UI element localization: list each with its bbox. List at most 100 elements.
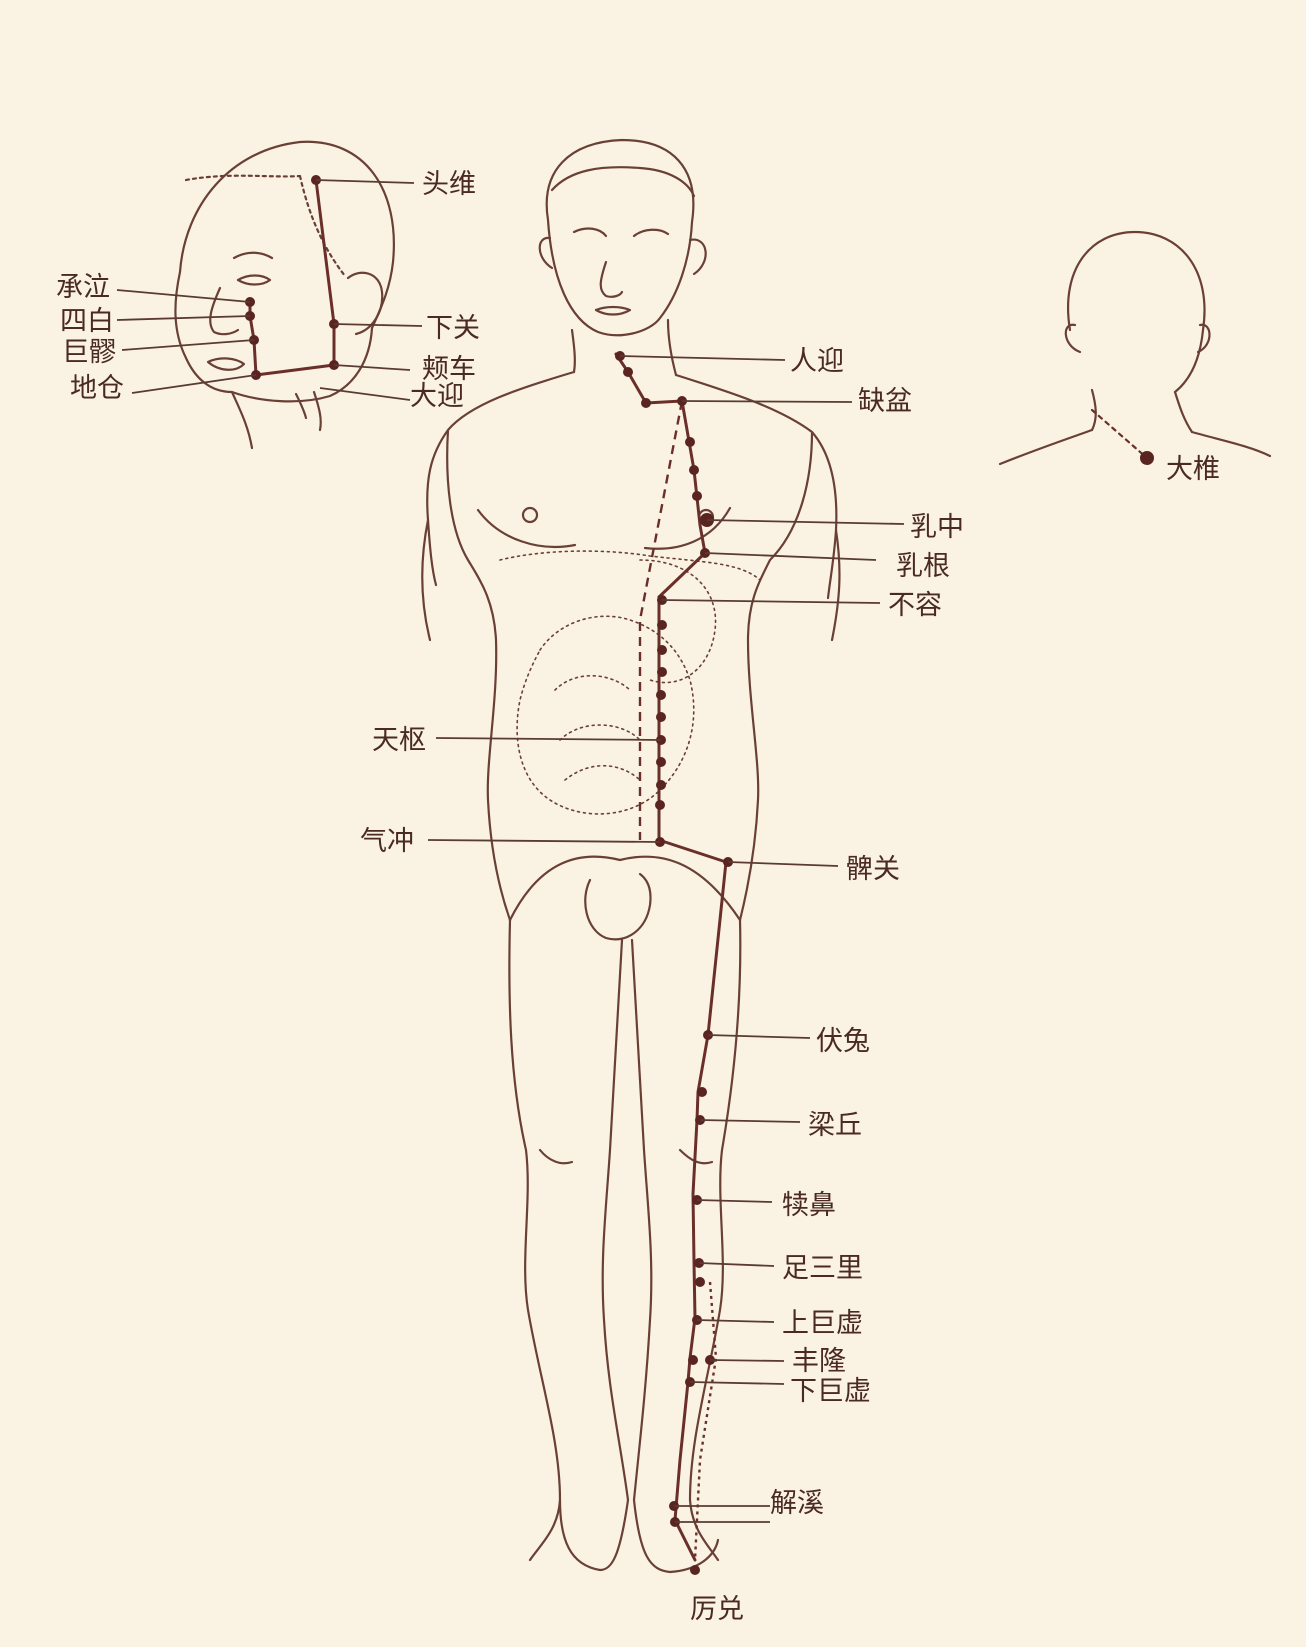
label-jiexi: 解溪 xyxy=(770,1488,824,1519)
point-leg-2 xyxy=(695,1277,705,1287)
point-chest-2 xyxy=(689,465,699,475)
label-liangqiu: 梁丘 xyxy=(808,1110,862,1141)
label-quepen: 缺盆 xyxy=(858,386,912,417)
meridian-lines xyxy=(248,178,728,1562)
main-groin xyxy=(584,872,652,941)
label-tianshu: 天枢 xyxy=(372,725,426,756)
main-feet xyxy=(558,1498,720,1574)
label-daying: 大迎 xyxy=(410,381,464,412)
point-dazhui xyxy=(1140,451,1154,465)
back-head-ears xyxy=(1064,323,1211,354)
point-abd-6 xyxy=(656,757,666,767)
head-inset-back-hair xyxy=(294,392,308,420)
leader-sibai xyxy=(116,315,251,321)
label-lidui: 厉兑 xyxy=(690,1594,744,1625)
label-xiajuxu: 下巨虚 xyxy=(790,1376,871,1407)
left-nipple xyxy=(521,506,539,524)
main-pelvis xyxy=(508,855,742,922)
dashed-lower-leg xyxy=(693,1281,718,1561)
acupoints xyxy=(245,175,1154,1575)
main-chest xyxy=(476,506,732,550)
label-zusanli: 足三里 xyxy=(782,1253,863,1284)
label-jiache: 颊车 xyxy=(422,354,476,385)
label-renying: 人迎 xyxy=(790,346,844,377)
label-dazhui: 大椎 xyxy=(1166,454,1220,485)
head-inset xyxy=(174,140,395,450)
leader-chengqi xyxy=(116,289,251,303)
leader-biguan xyxy=(727,861,839,867)
point-abd-3 xyxy=(657,667,667,677)
point-abd-8 xyxy=(655,800,665,810)
main-knees xyxy=(538,1148,714,1165)
leader-dicang xyxy=(131,374,257,394)
main-legs xyxy=(508,918,742,1562)
back-head-outline xyxy=(1067,230,1206,394)
leader-quepen xyxy=(681,400,853,403)
leader-futu xyxy=(707,1034,811,1039)
label-touwei: 头维 xyxy=(422,169,476,200)
label-dicang: 地仓 xyxy=(70,373,124,404)
main-head xyxy=(545,138,695,337)
label-futu: 伏兔 xyxy=(816,1026,870,1057)
internal-organs xyxy=(499,550,761,815)
point-chest-3 xyxy=(692,491,702,501)
head-inset-hairline xyxy=(184,174,347,278)
head-inset-ear xyxy=(346,271,384,336)
label-biguan: 髀关 xyxy=(846,854,900,885)
label-rugen: 乳根 xyxy=(896,551,950,582)
leader-dubi xyxy=(696,1199,773,1203)
leg-meridian xyxy=(657,838,728,1562)
label-juliao: 巨髎 xyxy=(62,337,116,368)
label-shangjuxu: 上巨虚 xyxy=(782,1308,863,1339)
leader-fenglong xyxy=(709,1359,785,1362)
body-outline xyxy=(421,138,841,1574)
leader-renying xyxy=(619,355,786,361)
back-dazhui-dashed xyxy=(1090,408,1149,460)
back-shoulders xyxy=(998,428,1272,466)
back-view-inset xyxy=(998,230,1272,466)
organ-liver xyxy=(499,550,761,581)
labels: 头维 承泣 四白 巨髎 地仓 下关 颊车 大迎 人迎 缺盆 大椎 乳中 乳根 不… xyxy=(56,169,1220,1625)
leader-juliao xyxy=(121,339,255,351)
head-inset-mouth xyxy=(206,357,246,371)
leader-tianshu xyxy=(435,737,662,741)
head-inset-eye xyxy=(236,274,272,286)
point-abd-4 xyxy=(656,690,666,700)
back-head-neck xyxy=(1090,388,1194,434)
head-inset-nose xyxy=(209,286,240,336)
head-inset-neck xyxy=(230,390,322,450)
label-dubi: 犊鼻 xyxy=(782,1190,836,1221)
head-inset-brow xyxy=(232,251,274,260)
meridian-dashed-lines xyxy=(638,400,718,1561)
point-abd-5 xyxy=(656,712,666,722)
point-neck-2 xyxy=(623,367,633,377)
point-abd-2 xyxy=(657,645,667,655)
leader-xiajuxu xyxy=(689,1381,785,1385)
leader-shangjuxu xyxy=(696,1319,775,1323)
label-chengqi: 承泣 xyxy=(56,272,110,303)
leader-rugen xyxy=(704,552,877,561)
point-leg-4 xyxy=(688,1355,698,1365)
main-face xyxy=(572,227,670,316)
leader-jiache xyxy=(333,364,411,371)
label-fenglong: 丰隆 xyxy=(792,1346,846,1377)
leader-lines xyxy=(116,179,905,1523)
point-quepen xyxy=(641,398,651,408)
leader-touwei xyxy=(315,179,415,184)
point-abd-1 xyxy=(657,620,667,630)
point-chest-1 xyxy=(685,437,695,447)
main-ears xyxy=(538,236,707,276)
label-qichong: 气冲 xyxy=(360,826,414,857)
point-thigh-2 xyxy=(697,1087,707,1097)
main-hair xyxy=(550,166,696,198)
label-xiaguan: 下关 xyxy=(426,313,480,344)
main-torso xyxy=(426,370,838,922)
organ-intestines xyxy=(516,615,695,815)
label-burong: 不容 xyxy=(888,590,942,621)
main-neck xyxy=(570,318,678,377)
leader-qichong xyxy=(427,839,661,843)
leader-zusanli xyxy=(698,1262,775,1267)
leader-daying xyxy=(319,387,411,401)
